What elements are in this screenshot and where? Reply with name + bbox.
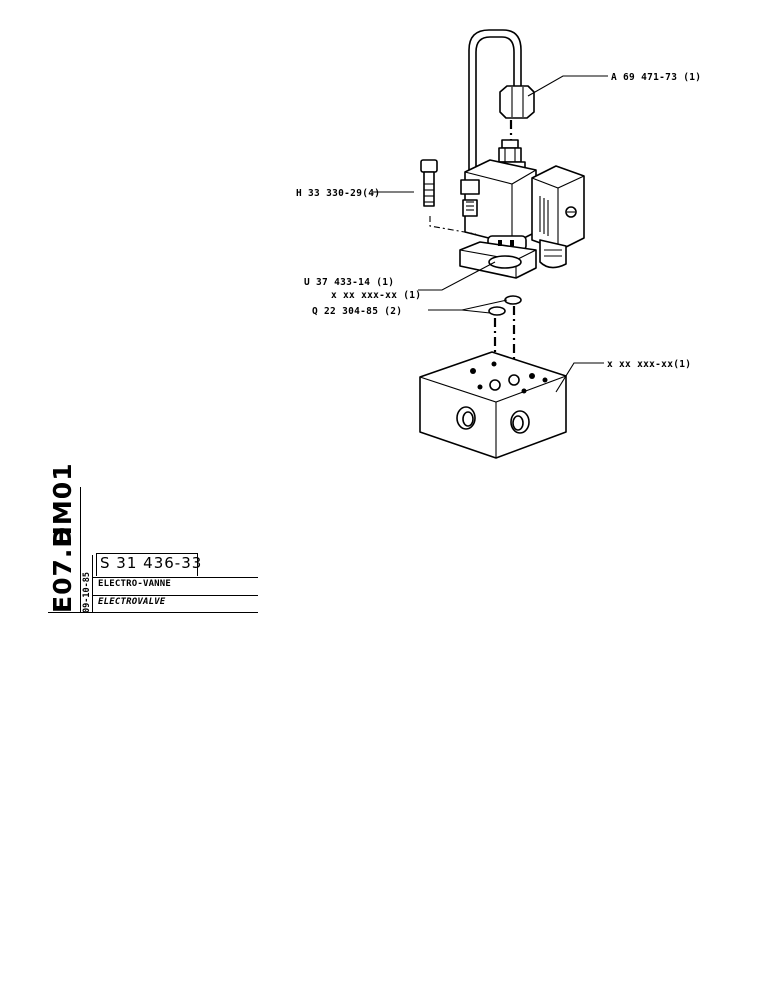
title-block-rule xyxy=(92,577,258,578)
title-block-divider xyxy=(92,555,93,613)
title-block-rule xyxy=(92,595,258,596)
leader-lines xyxy=(373,75,608,393)
connector-nut xyxy=(499,85,535,119)
label-oring: Q 22 304-85 (2) xyxy=(312,306,402,317)
drawing-date: 09-10-85 xyxy=(82,572,92,613)
valve-base xyxy=(459,235,537,279)
part-number: S 31 436-33 xyxy=(100,554,203,572)
title-block-rule xyxy=(48,612,258,613)
part-number-box xyxy=(96,553,198,576)
solenoid-coil xyxy=(460,159,537,245)
label-block: x xx xxx-xx(1) xyxy=(607,359,691,370)
electrical-connector xyxy=(531,165,585,269)
description-english: ELECTROVALVE xyxy=(98,597,166,607)
title-block-divider xyxy=(80,487,81,613)
screw xyxy=(420,159,438,207)
drawing-code-bottom: E07.D xyxy=(48,525,77,613)
description-french: ELECTRO-VANNE xyxy=(98,579,172,589)
label-valve-sub: x xx xxx-xx (1) xyxy=(331,290,421,301)
title-block: HM01 E07.D 09-10-85 S 31 436-33 ELECTRO-… xyxy=(48,462,258,613)
label-valve: U 37 433-14 (1) xyxy=(304,277,394,288)
label-connector: A 69 471-73 (1) xyxy=(611,72,701,83)
o-rings xyxy=(488,295,522,316)
manifold-block xyxy=(419,351,567,459)
label-screw: H 33 330-29(4) xyxy=(296,188,380,199)
